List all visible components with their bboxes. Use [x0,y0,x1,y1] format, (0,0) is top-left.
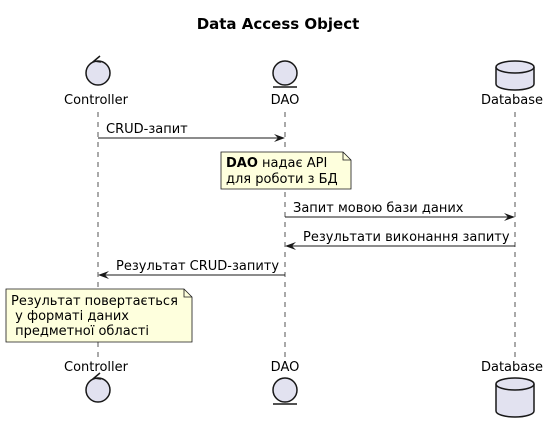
note-dao-api: DAO надає API для роботи з БД [220,151,352,190]
entity-icon [272,377,298,405]
message-crud-request: CRUD-запит [98,122,285,142]
database-label: Database [481,93,543,108]
note-text: для роботи з БД [226,172,338,187]
database-participant-top: Database [481,60,543,108]
note-text: у форматі даних [11,309,129,324]
controller-participant-bottom: Controller [64,360,129,403]
controller-label: Controller [64,360,129,375]
control-icon [85,372,111,403]
database-icon [495,60,535,91]
note-text: Результат повертається [11,294,178,309]
dao-participant-bottom: DAO [271,360,300,405]
database-label: Database [481,360,543,375]
database-icon [495,377,535,418]
note-bold-text: DAO [226,156,258,171]
message-label: Результати виконання запиту [303,230,510,245]
message-label: Запит мовою бази даних [293,201,464,216]
dao-label: DAO [271,93,300,108]
note-text: надає API [258,156,327,171]
message-query-results: Результати виконання запиту [285,230,515,250]
message-db-query: Запит мовою бази даних [285,201,515,221]
control-icon [85,55,111,86]
message-crud-result: Результат CRUD-запиту [98,259,285,279]
dao-participant-top: DAO [271,60,300,108]
controller-participant-top: Controller [64,55,129,108]
database-participant-bottom: Database [481,360,543,418]
message-label: CRUD-запит [106,122,188,137]
diagram-title: Data Access Object [197,15,360,33]
message-label: Результат CRUD-запиту [116,259,279,274]
entity-icon [272,60,298,88]
svg-text:DAO надає API: DAO надає API [226,156,327,171]
controller-label: Controller [64,93,129,108]
note-controller-result: Результат повертається у форматі даних п… [5,288,193,343]
dao-label: DAO [271,360,300,375]
note-text: предметної області [11,324,149,339]
